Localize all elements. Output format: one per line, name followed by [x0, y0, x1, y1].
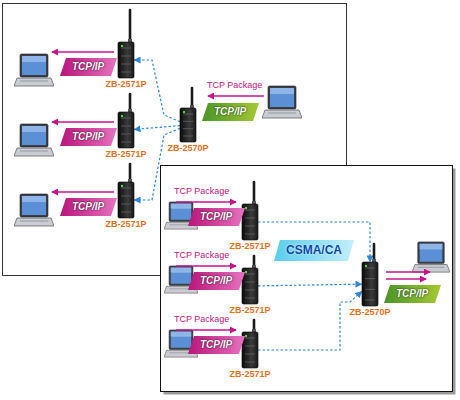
packet-label: TCP Package [174, 186, 229, 197]
packet-label: TCP Package [174, 250, 229, 261]
device-label: ZB-2571P [229, 306, 270, 316]
zigbee-device: ZB-2571P [118, 112, 134, 148]
data-arrow [52, 51, 114, 53]
device-label: ZB-2571P [229, 370, 270, 380]
protocol-band: TCP/IP [188, 208, 245, 226]
wireless-link [258, 291, 362, 350]
protocol-band: TCP/IP [384, 285, 441, 303]
device-label: ZB-2571P [105, 220, 146, 230]
device-label: ZB-2570P [167, 144, 208, 154]
protocol-band: TCP/IP [60, 58, 117, 76]
band-text: TCP/IP [62, 58, 114, 76]
device-illustration [118, 42, 134, 78]
device-illustration [242, 268, 258, 304]
band-text: TCP/IP [386, 285, 438, 303]
wireless-link [134, 128, 180, 200]
device-illustration [242, 204, 258, 240]
device-label: ZB-2571P [105, 150, 146, 160]
laptop [14, 194, 54, 226]
band-text: TCP/IP [190, 336, 242, 354]
protocol-band: CSMA/CA [274, 240, 354, 261]
wireless-link [258, 284, 362, 286]
wireless-link [134, 126, 180, 130]
zigbee-device: ZB-2571P [242, 204, 258, 240]
laptop [262, 86, 302, 118]
data-arrow [386, 271, 430, 273]
data-arrow [176, 329, 236, 331]
protocol-band: TCP/IP [60, 128, 117, 146]
packet-label: TCP Package [207, 80, 262, 91]
band-text: CSMA/CA [276, 240, 352, 260]
protocol-band: TCP/IP [188, 272, 245, 290]
protocol-band: TCP/IP [60, 198, 117, 216]
wireless-link [258, 222, 370, 262]
zigbee-device: ZB-2570P [180, 108, 196, 142]
bottom-panel [161, 166, 453, 392]
zigbee-device: ZB-2571P [242, 332, 258, 368]
data-arrow [386, 278, 426, 280]
band-text: TCP/IP [62, 128, 114, 146]
zigbee-device: ZB-2571P [118, 42, 134, 78]
device-illustration [118, 112, 134, 148]
wireless-link [134, 60, 180, 122]
data-arrow [208, 95, 264, 97]
zigbee-device: ZB-2570P [362, 262, 378, 306]
packet-label: TCP Package [174, 314, 229, 325]
data-arrow [52, 121, 114, 123]
data-arrow [176, 265, 236, 267]
device-label: ZB-2571P [229, 242, 270, 252]
device-label: ZB-2570P [349, 308, 390, 318]
zigbee-device: ZB-2571P [242, 268, 258, 304]
protocol-band: TCP/IP [188, 336, 245, 354]
device-illustration [242, 332, 258, 368]
band-text: TCP/IP [190, 272, 242, 290]
band-text: TCP/IP [204, 103, 256, 121]
device-illustration [362, 262, 378, 306]
data-arrow [52, 191, 114, 193]
data-arrow [176, 201, 236, 203]
device-illustration [118, 182, 134, 218]
zigbee-device: ZB-2571P [118, 182, 134, 218]
laptop [14, 124, 54, 156]
device-label: ZB-2571P [105, 80, 146, 90]
band-text: TCP/IP [190, 208, 242, 226]
laptop [412, 242, 450, 272]
protocol-band: TCP/IP [202, 103, 259, 121]
device-illustration [180, 108, 196, 142]
laptop [14, 54, 54, 86]
band-text: TCP/IP [62, 198, 114, 216]
